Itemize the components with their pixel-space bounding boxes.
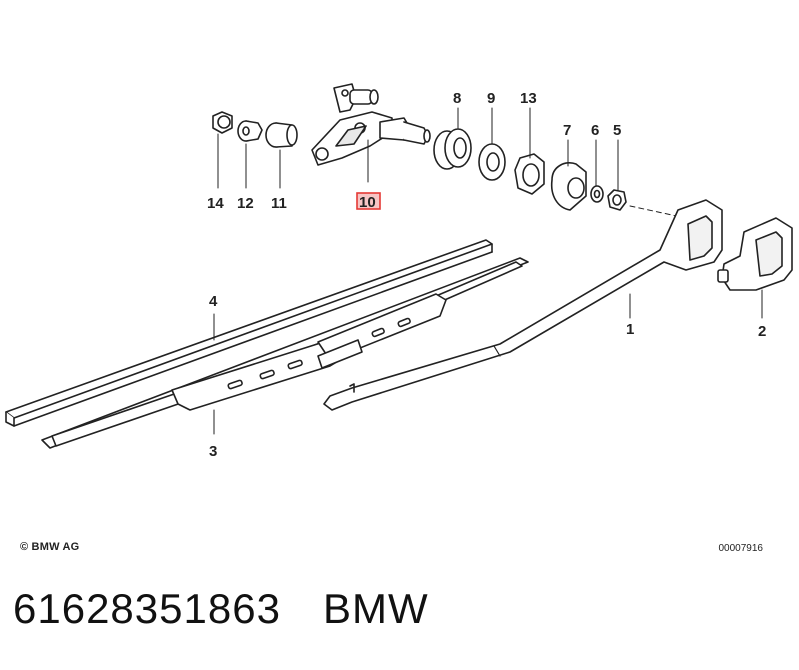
- copyright-notice: © BMW AG: [20, 541, 80, 553]
- callout-2: 2: [758, 323, 766, 340]
- callout-10: 10: [359, 194, 376, 211]
- part-10-wiper-pivot: [311, 83, 431, 183]
- parts-diagram: 1 2 3 4 5 6 7 8 9 10 11 12 13 14: [5, 83, 793, 460]
- leader-lines: [217, 107, 619, 191]
- callout-12: 12: [237, 195, 254, 212]
- callout-6: 6: [591, 122, 599, 139]
- callout-8: 8: [453, 90, 461, 107]
- part-6-washer: [590, 185, 604, 203]
- callout-3: 3: [209, 443, 217, 460]
- part-7-cap: [550, 162, 587, 211]
- callout-13: 13: [520, 90, 537, 107]
- callout-11: 11: [271, 195, 287, 212]
- callout-1: 1: [626, 321, 634, 338]
- brand-name: BMW: [322, 585, 429, 632]
- part-2-arm-cover: [717, 217, 793, 319]
- part-14-nut: [212, 111, 233, 134]
- part-11-grommet: [265, 122, 298, 148]
- drawing-number: 00007916: [718, 543, 764, 554]
- part-9-washer: [478, 143, 506, 181]
- part-8-seal: [433, 128, 472, 170]
- part-13-nut: [514, 153, 545, 195]
- footer-caption: 61628351863 BMW: [13, 585, 471, 633]
- callout-5: 5: [613, 122, 621, 139]
- callout-14: 14: [207, 195, 224, 212]
- callout-9: 9: [487, 90, 495, 107]
- callout-10-highlight: [356, 192, 381, 210]
- part-4-wiper-rubber: [5, 239, 493, 427]
- part-1-wiper-arm: [323, 199, 723, 411]
- part-12-bushing: [237, 120, 263, 142]
- callout-7: 7: [563, 122, 571, 139]
- part-number: 61628351863: [13, 585, 281, 632]
- part-3-wiper-blade: [41, 257, 529, 449]
- callout-4: 4: [209, 293, 218, 310]
- part-5-nut: [607, 189, 627, 211]
